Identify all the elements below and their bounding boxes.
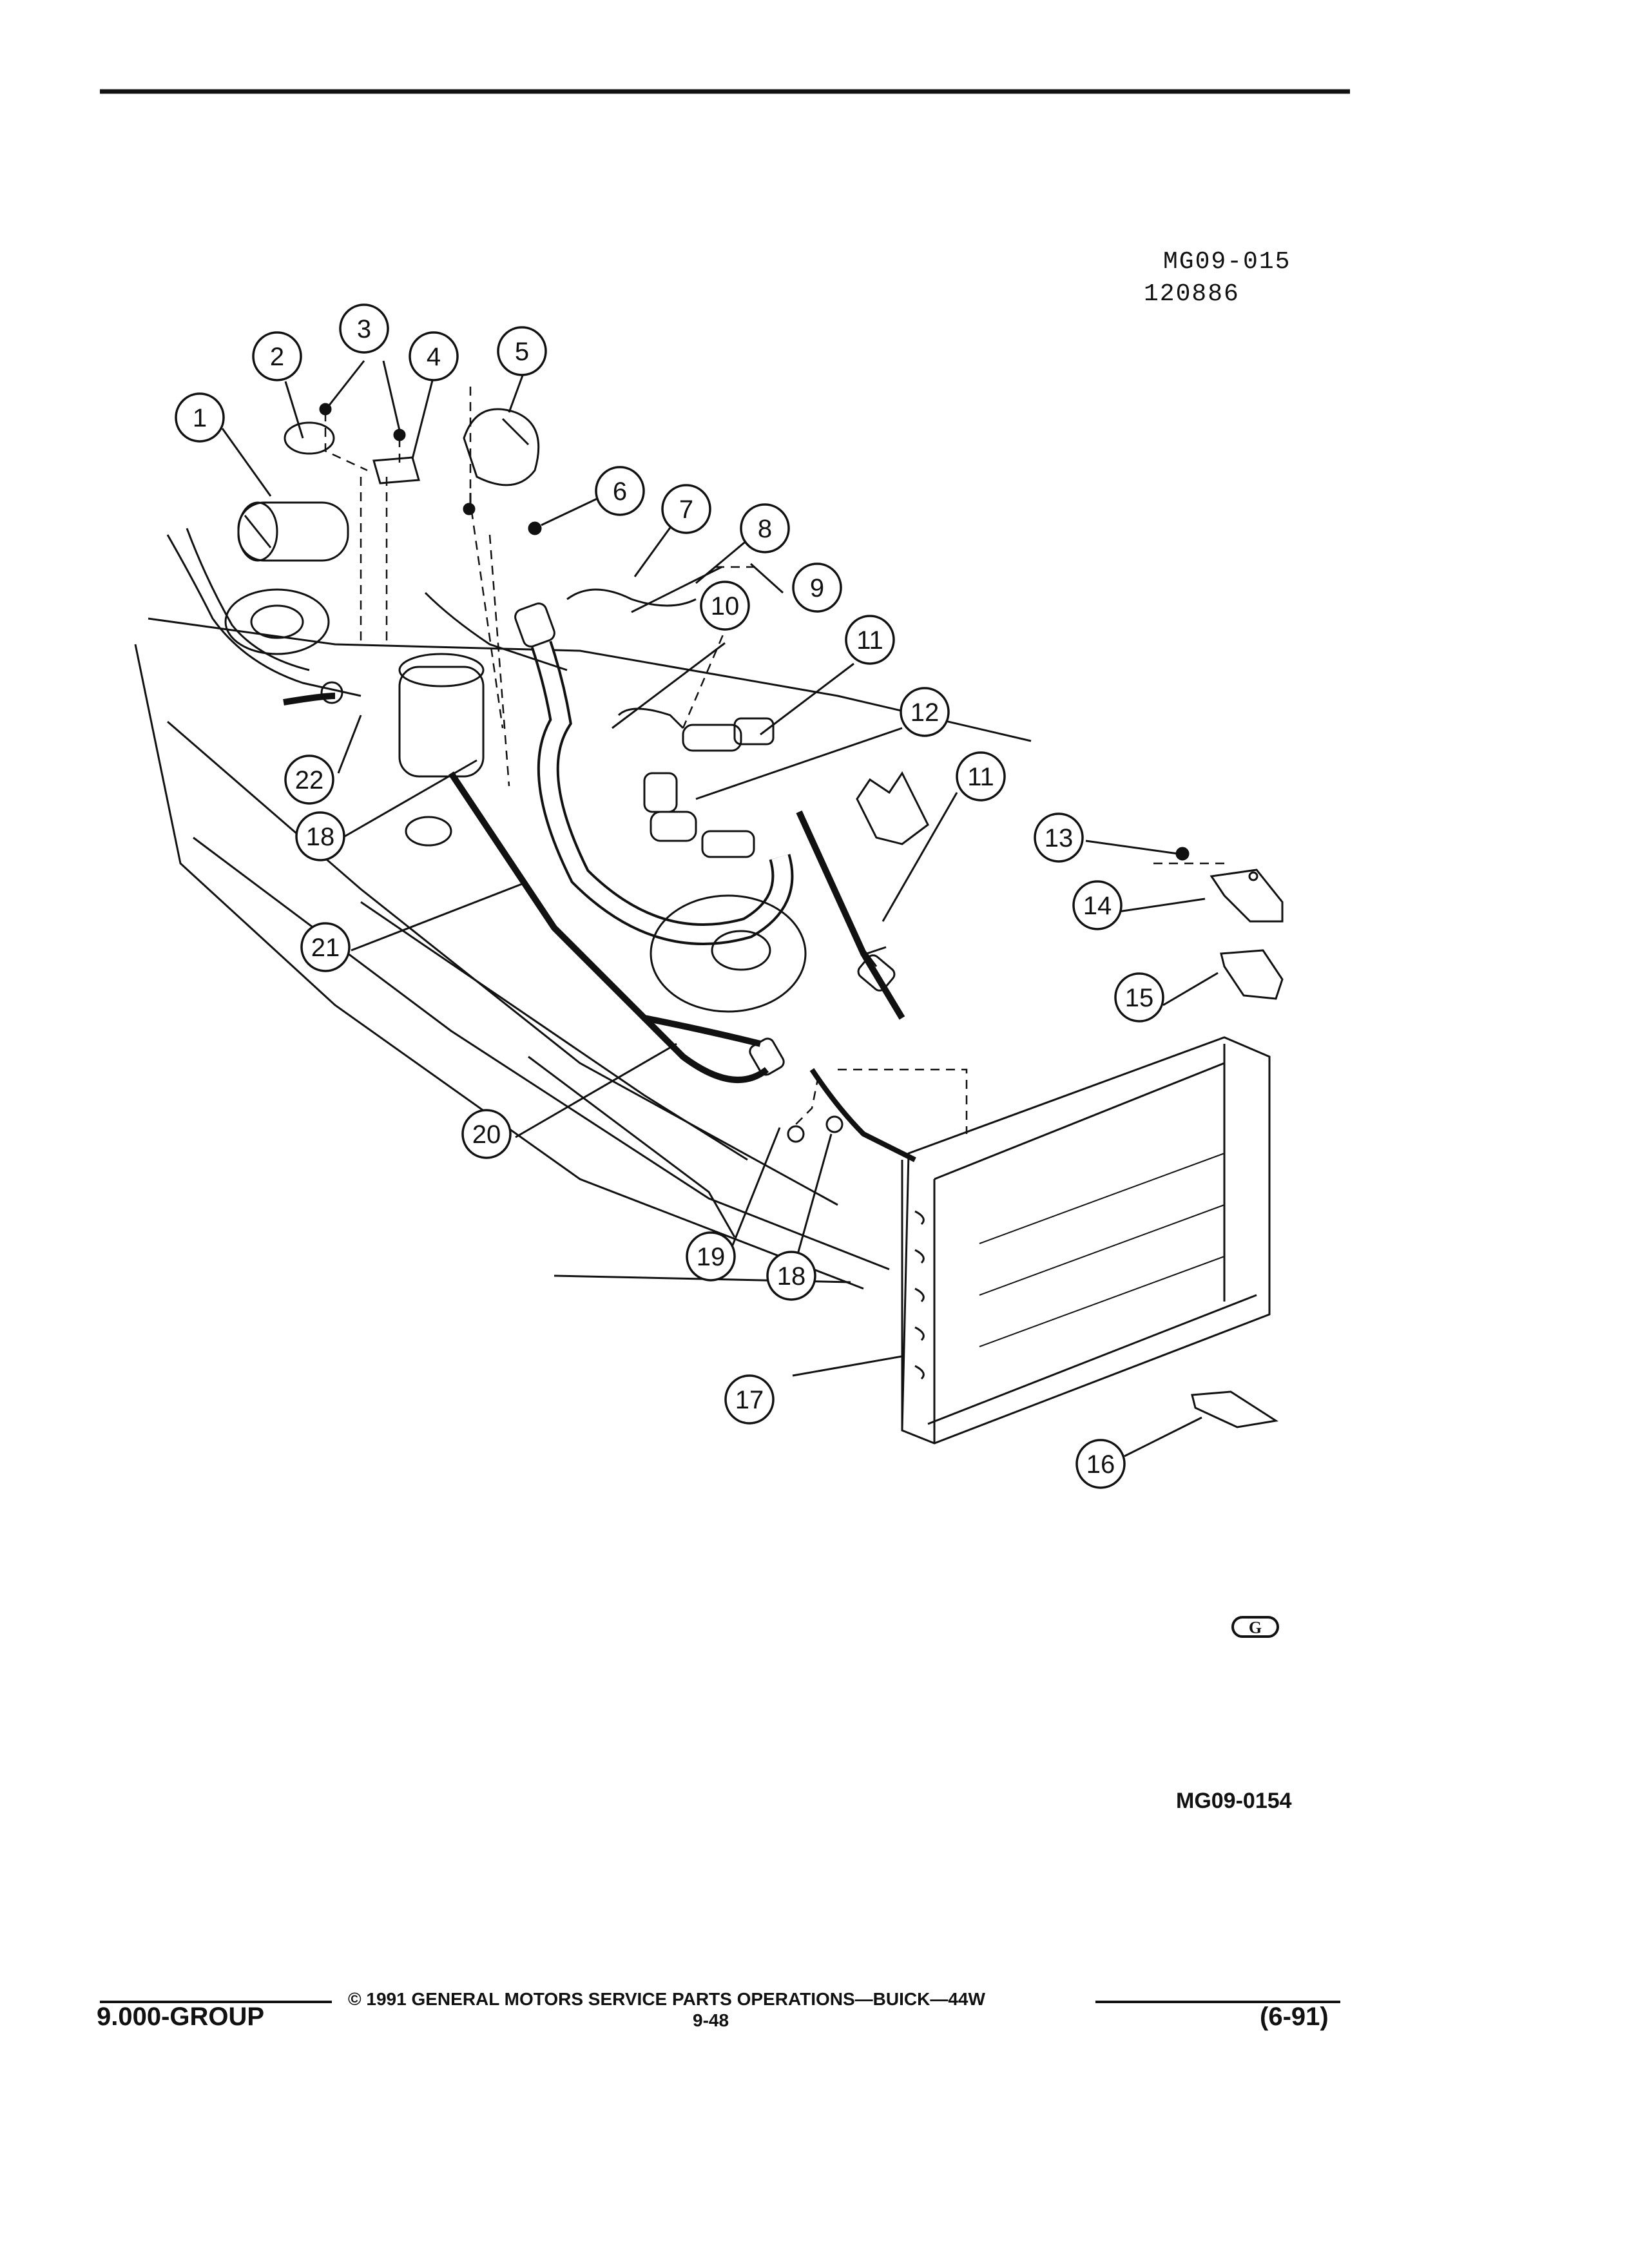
footer-page-number: 9-48 [693,2010,729,2030]
callout-label: 15 [1125,984,1154,1012]
callout-label: 22 [295,766,324,794]
callout-18: 18 [295,811,345,861]
callout-13: 13 [1034,812,1084,863]
callout-label: 20 [472,1120,501,1149]
callout-11: 11 [845,615,895,665]
callout-19: 19 [686,1231,736,1282]
header-number: 120886 [1144,280,1240,308]
callout-21: 21 [300,922,351,972]
footer-group: 9.000-GROUP [97,2003,265,2031]
callout-label: 2 [270,343,284,371]
callout-label: 18 [777,1262,806,1291]
callout-label: 14 [1083,892,1112,920]
callout-22: 22 [284,754,334,805]
callout-6: 6 [595,466,645,516]
callout-label: 6 [613,477,627,506]
callout-label: 1 [193,404,207,432]
callout-20: 20 [461,1109,512,1159]
callout-10: 10 [700,581,750,631]
callout-14: 14 [1072,880,1123,930]
callout-label: 7 [679,495,693,524]
liquid-line [796,810,905,1020]
callout-4: 4 [409,331,459,381]
footer-copyright: © 1991 GENERAL MOTORS SERVICE PARTS OPER… [348,1989,985,2009]
footer-date: (6-91) [1260,2003,1329,2031]
alternator [856,771,929,845]
ac-compressor [650,894,807,1013]
callout-label: 5 [515,338,529,366]
callout-9: 9 [792,562,842,613]
gm-logo: G [1231,1616,1279,1638]
ac-system-exploded-view [134,360,1284,1457]
insulator-16 [1191,1390,1279,1428]
vacuum-canister [463,408,540,509]
reservoir-cap [405,816,452,847]
callout-18: 18 [766,1251,816,1301]
wiring-harness [166,534,361,697]
callout-label: 11 [967,763,994,791]
callout-17: 17 [724,1374,775,1425]
callout-7: 7 [661,484,711,534]
callout-8: 8 [740,503,790,553]
pipe-22 [283,693,336,706]
callout-5: 5 [497,326,547,376]
callout-11: 11 [956,751,1006,802]
callout-label: 4 [427,343,441,371]
callout-label: 13 [1045,824,1074,852]
blower-motor [224,588,330,655]
pressure-switch [372,456,420,485]
pipe-20 [642,1015,769,1083]
gasket [284,421,335,455]
callout-label: 17 [735,1386,764,1414]
pipe-21 [448,771,762,1047]
condenser [901,1036,1271,1445]
callout-label: 19 [697,1243,726,1271]
callout-label: 9 [810,574,824,602]
bracket-14 [1210,869,1284,923]
svg-text:G: G [1249,1619,1262,1637]
callout-2: 2 [252,331,302,381]
callout-label: 10 [711,592,740,620]
callout-1: 1 [175,392,225,443]
callout-label: 12 [911,698,940,727]
callout-label: 11 [856,626,883,655]
callout-12: 12 [900,687,950,737]
callout-label: 18 [306,823,335,851]
callout-label: 21 [311,934,340,962]
callout-label: 8 [758,515,772,543]
figure-id: MG09-0154 [1176,1789,1292,1813]
compressor [398,666,485,778]
suction-hose [530,640,794,945]
callout-label: 16 [1086,1450,1115,1479]
insulator-15 [1220,949,1284,1000]
callout-label: 3 [357,315,371,343]
accumulator [237,501,349,562]
callout-16: 16 [1075,1439,1126,1489]
callout-15: 15 [1114,972,1164,1023]
header-code: MG09-015 [1163,248,1291,276]
callout-3: 3 [339,303,389,354]
